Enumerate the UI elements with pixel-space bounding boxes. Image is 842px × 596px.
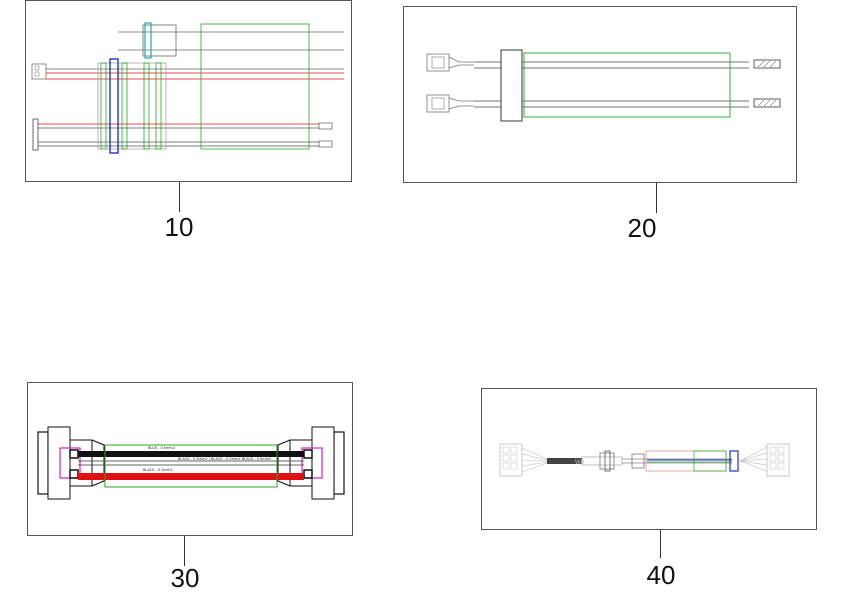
- leader-line-10: [179, 182, 180, 212]
- panel-20-diagram: [426, 49, 781, 122]
- marker-text: WB: [575, 460, 585, 466]
- callout-20: 20: [627, 213, 657, 243]
- callout-40: 40: [646, 560, 676, 590]
- cable-label-mid: BLACK - 0.5mm2: [143, 468, 173, 472]
- callout-10: 10: [164, 212, 194, 242]
- leader-line-40: [660, 530, 661, 558]
- panel-30: BLUE - 0.5mm2 BLACK - 0.5mm2 BLACK - 0.5…: [27, 382, 353, 536]
- leader-line-30: [184, 536, 185, 566]
- leader-line-20: [656, 183, 657, 213]
- panel-10: [25, 0, 352, 182]
- panel-30-diagram: BLUE - 0.5mm2 BLACK - 0.5mm2 BLACK - 0.5…: [37, 426, 345, 500]
- panel-20: [403, 6, 797, 183]
- panel-10-diagram: [31, 22, 344, 154]
- cable-label-top: BLUE - 0.5mm2: [148, 446, 175, 450]
- cable-label-center: BLACK - 0.5mm2 / BLACK - 0.5mm2 BLACK - …: [178, 457, 271, 461]
- panel-40-diagram: WB: [499, 443, 790, 477]
- callout-30: 30: [170, 563, 200, 593]
- panel-40: WB: [481, 388, 817, 530]
